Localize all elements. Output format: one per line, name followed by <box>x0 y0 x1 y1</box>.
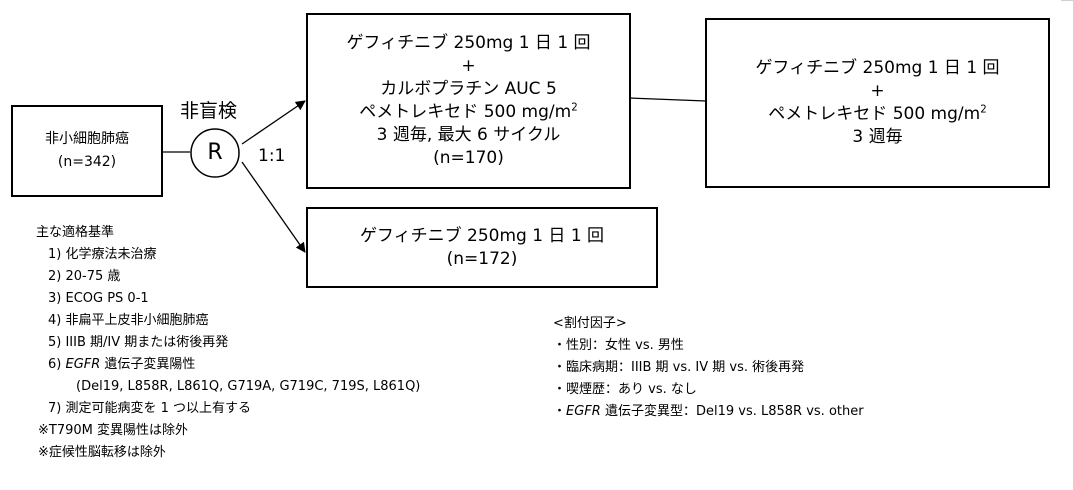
combo-pemetrexed-exponent: 2 <box>571 102 578 114</box>
maintenance-schedule: 3 週毎 <box>852 127 903 147</box>
criteria-item-6-suffix: 遺伝子変異陽性 <box>100 357 196 372</box>
randomization-symbol: R <box>207 140 223 165</box>
population-count: (n=342) <box>57 154 117 170</box>
allocation-ratio: 1:1 <box>258 146 286 166</box>
maintenance-box: ゲフィチニブ 250mg 1 日 1 回 + ペメトレキセド 500 mg/m2… <box>705 18 1050 188</box>
randomization-circle <box>190 128 240 178</box>
criteria-item-6: 6) EGFR 遺伝子変異陽性 <box>36 354 420 376</box>
criteria-title: 主な適格基準 <box>36 225 115 240</box>
mono-drug-gefitinib: ゲフィチニブ 250mg 1 日 1 回 <box>359 225 605 246</box>
open-label-text: 非盲検 <box>180 100 238 122</box>
criteria-item-3: 3) ECOG PS 0-1 <box>48 291 149 306</box>
population-label: 非小細胞肺癌 <box>45 131 129 147</box>
factor-item-4: ・EGFR 遺伝子変異型：Del19 vs. L858R vs. other <box>553 401 864 423</box>
combo-schedule: 3 週毎, 最大 6 サイクル <box>376 125 561 145</box>
line-combo-to-maintenance <box>628 97 707 102</box>
maintenance-pemetrexed-exponent: 2 <box>980 104 987 116</box>
arrow-to-mono-arm <box>241 161 306 253</box>
maintenance-drug-pemetrexed: ペメトレキセド 500 mg/m2 <box>768 103 986 126</box>
combo-count: (n=170) <box>433 148 504 168</box>
combo-drug-pemetrexed: ペメトレキセド 500 mg/m2 <box>359 101 577 124</box>
maintenance-drug-gefitinib: ゲフィチニブ 250mg 1 日 1 回 <box>755 58 1000 78</box>
factor-item-2: ・臨床病期：IIIB 期 vs. IV 期 vs. 術後再発 <box>553 360 805 375</box>
criteria-item-5: 5) IIIB 期/IV 期または術後再発 <box>48 335 229 350</box>
stratification-factors: <割付因子> ・性別：女性 vs. 男性 ・臨床病期：IIIB 期 vs. IV… <box>553 313 864 423</box>
criteria-note-2: ※症候性脳転移は除外 <box>38 445 166 460</box>
factors-title: <割付因子> <box>553 316 627 331</box>
mono-arm-box: ゲフィチニブ 250mg 1 日 1 回 (n=172) <box>306 207 658 288</box>
criteria-item-6-prefix: 6) <box>48 357 66 372</box>
combo-arm-box: ゲフィチニブ 250mg 1 日 1 回 + カルボプラチン AUC 5 ペメト… <box>306 13 631 189</box>
arrow-to-combo-arm <box>241 100 306 145</box>
corner-decoration <box>1061 0 1073 3</box>
criteria-note-1: ※T790M 変異陽性は除外 <box>38 423 188 438</box>
mono-count: (n=172) <box>446 248 518 269</box>
maintenance-pemetrexed-text: ペメトレキセド 500 mg/m <box>768 104 981 124</box>
maintenance-plus: + <box>870 81 885 101</box>
criteria-item-1: 1) 化学療法未治療 <box>48 247 157 262</box>
factor-item-1: ・性別：女性 vs. 男性 <box>553 338 684 353</box>
factor-item-4-prefix: ・ <box>553 404 567 419</box>
criteria-item-4: 4) 非扁平上皮非小細胞肺癌 <box>48 313 209 328</box>
criteria-item-6-detail: (Del19, L858R, L861Q, G719A, G719C, 719S… <box>76 379 421 394</box>
combo-drug-gefitinib: ゲフィチニブ 250mg 1 日 1 回 <box>346 33 591 53</box>
factor-item-3: ・喫煙歴：あり vs. なし <box>553 382 697 397</box>
factor-item-4-suffix: 遺伝子変異型：Del19 vs. L858R vs. other <box>600 404 864 419</box>
criteria-item-6-gene: EGFR <box>65 357 101 372</box>
population-box: 非小細胞肺癌 (n=342) <box>11 105 163 197</box>
combo-drug-carboplatin: カルボプラチン AUC 5 <box>380 79 557 99</box>
criteria-item-7: 7) 測定可能病変を 1 つ以上有する <box>48 401 252 416</box>
factor-item-4-gene: EGFR <box>566 404 601 419</box>
combo-pemetrexed-text: ペメトレキセド 500 mg/m <box>359 102 572 122</box>
criteria-item-2: 2) 20-75 歳 <box>48 269 121 284</box>
eligibility-criteria: 主な適格基準 1) 化学療法未治療 2) 20-75 歳 3) ECOG PS … <box>36 222 420 464</box>
combo-plus: + <box>461 56 476 76</box>
